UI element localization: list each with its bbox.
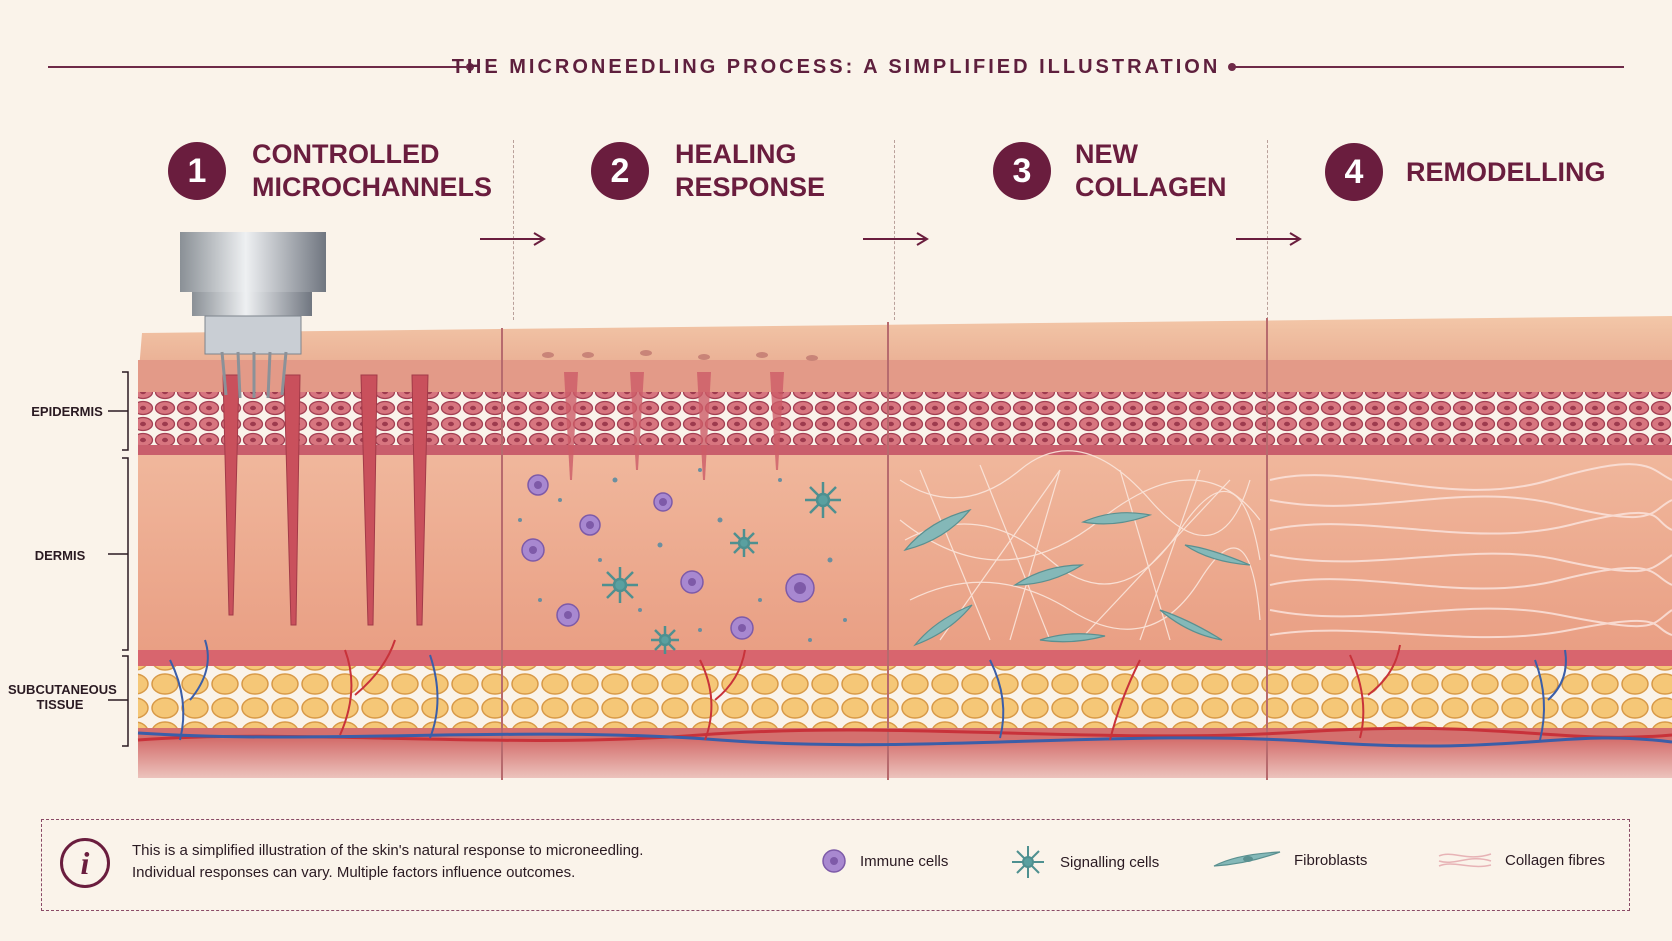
- signalling-cell-icon: [1012, 846, 1044, 878]
- arrow-right-icon: [863, 232, 929, 246]
- legend-immune-cells: Immune cells: [820, 848, 948, 874]
- info-icon: i: [60, 838, 110, 888]
- step-3-number: 3: [993, 142, 1051, 200]
- fibroblast-icon: [1213, 851, 1281, 867]
- epidermis-upper-band: [138, 360, 1672, 392]
- healing-channels: [564, 372, 784, 480]
- title-dot-left: [466, 63, 474, 71]
- subcutaneous-fat: [138, 666, 1672, 728]
- separator-3: [1267, 140, 1268, 320]
- immune-cells: [521, 474, 815, 640]
- new-collagen-mesh: [899, 450, 1261, 641]
- surface-pores: [542, 350, 818, 361]
- bottom-fade: [120, 740, 1672, 800]
- immune-cell-icon: [822, 849, 846, 873]
- legend-fibroblasts: Fibroblasts: [1212, 848, 1367, 872]
- title-row: THE MICRONEEDLING PROCESS: A SIMPLIFIED …: [48, 50, 1624, 84]
- signalling-cells: [602, 482, 841, 654]
- step-1-number: 1: [168, 142, 226, 200]
- arrow-right-icon: [1236, 232, 1302, 246]
- fibroblasts: [903, 508, 1251, 647]
- legend-collagen-fibres: Collagen fibres: [1437, 848, 1605, 872]
- legend-signalling-cells: Signalling cells: [1008, 844, 1159, 880]
- page-title: THE MICRONEEDLING PROCESS: A SIMPLIFIED …: [451, 56, 1221, 78]
- separator-1: [513, 140, 514, 320]
- step-4: 4 REMODELLING: [1325, 143, 1636, 201]
- step-2-number: 2: [591, 142, 649, 200]
- step-4-label: REMODELLING: [1406, 156, 1606, 187]
- blood-vessels: [137, 639, 1672, 748]
- info-text: This is a simplified illustration of the…: [132, 842, 644, 881]
- signal-particles: [518, 468, 847, 642]
- layer-label-dermis: DERMIS: [34, 548, 86, 563]
- info-box: i This is a simplified illustration of t…: [41, 819, 1630, 911]
- microchannels: [222, 374, 429, 626]
- step-4-number: 4: [1325, 143, 1383, 201]
- dermis-fat-boundary: [138, 650, 1672, 666]
- layer-label-subcutaneous: SUBCUTANEOUS TISSUE: [8, 682, 117, 712]
- arrow-right-icon: [480, 232, 546, 246]
- separator-2: [894, 140, 895, 320]
- remodelled-collagen-fibres: [1269, 463, 1672, 639]
- basement-membrane: [138, 445, 1672, 455]
- microneedle-pen: [180, 232, 326, 399]
- layer-brackets: [108, 371, 129, 747]
- skin-cross-section: [108, 232, 1672, 800]
- collagen-fibre-icon: [1438, 853, 1492, 868]
- title-dot-right: [1228, 63, 1236, 71]
- layer-label-epidermis: EPIDERMIS: [31, 404, 103, 419]
- title-line-left: [48, 66, 468, 68]
- title-line-right: [1234, 66, 1624, 68]
- dermis-layer: [138, 455, 1672, 650]
- epidermis-cells: [138, 392, 1672, 448]
